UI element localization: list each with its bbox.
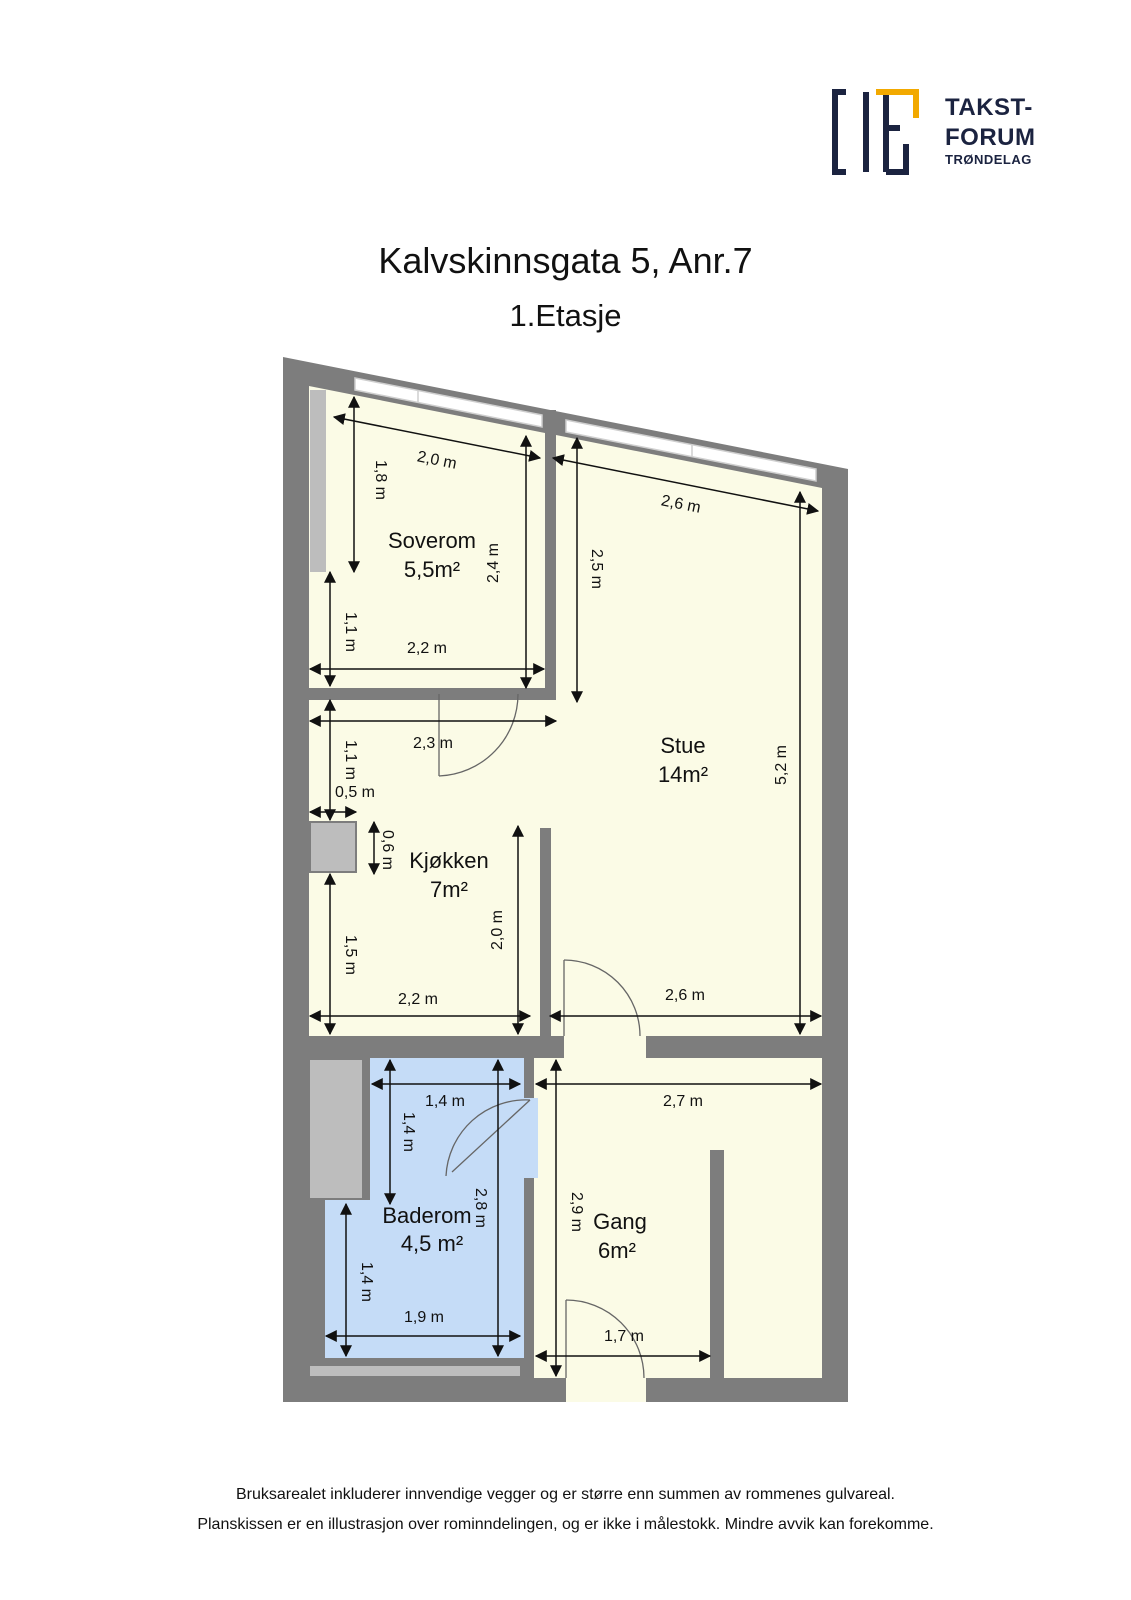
baderom-bench bbox=[310, 1366, 520, 1376]
gang-area: 6m² bbox=[598, 1238, 636, 1263]
wall-soverom-stue bbox=[545, 410, 556, 700]
dim-stue-height-left: 2,5 m bbox=[588, 549, 605, 589]
dim-baderom-width-top: 1,4 m bbox=[425, 1093, 465, 1110]
dim-soverom-lower-height: 1,1 m bbox=[342, 612, 359, 652]
kjokken-niche bbox=[309, 821, 357, 873]
dim-kjokken-niche-width: 0,5 m bbox=[335, 784, 375, 801]
footer-note-1: Bruksarealet inkluderer innvendige vegge… bbox=[236, 1486, 895, 1503]
logo-mark bbox=[832, 89, 909, 175]
dim-baderom-height-right: 2,8 m bbox=[472, 1188, 489, 1228]
logo-accent bbox=[876, 89, 919, 118]
dim-gang-width-bottom: 1,7 m bbox=[604, 1328, 644, 1345]
plan-title: Kalvskinnsgata 5, Anr.7 bbox=[378, 240, 753, 281]
wall-stue-gang bbox=[646, 1036, 822, 1058]
soverom-closet bbox=[310, 390, 326, 572]
stue-area: 14m² bbox=[658, 762, 708, 787]
gang-stue-doorway bbox=[564, 1030, 646, 1064]
logo-text-line-3: TRØNDELAG bbox=[945, 152, 1032, 167]
baderom-label: Baderom bbox=[382, 1203, 471, 1228]
stue-label: Stue bbox=[660, 733, 705, 758]
dim-soverom-height-right: 2,4 m bbox=[485, 543, 502, 583]
dim-baderom-upper-height: 1,4 m bbox=[400, 1112, 417, 1152]
wall-baderom-gang-upper bbox=[524, 1058, 534, 1098]
gang-label: Gang bbox=[593, 1209, 647, 1234]
logo-text-line-2: FORUM bbox=[945, 124, 1036, 151]
plan-subtitle: 1.Etasje bbox=[509, 298, 622, 333]
stue-floor bbox=[556, 435, 822, 1036]
dim-kjokken-niche-height: 0,6 m bbox=[379, 830, 396, 870]
dim-kjokken-height-right: 2,0 m bbox=[489, 910, 506, 950]
wall-kjokken-stue bbox=[540, 828, 551, 1036]
wall-soverom-kjokken bbox=[309, 688, 439, 700]
dim-baderom-lower-height: 1,4 m bbox=[358, 1262, 375, 1302]
wall-kjokken-baderom bbox=[309, 1036, 564, 1058]
dim-baderom-width-bottom: 1,9 m bbox=[404, 1309, 444, 1326]
baderom-floor bbox=[325, 1058, 530, 1358]
wall-soverom-kjokken-2 bbox=[518, 688, 556, 700]
dim-kjokken-width-bottom: 2,2 m bbox=[398, 991, 438, 1008]
soverom-label: Soverom bbox=[388, 528, 476, 553]
dim-soverom-width-bottom: 2,2 m bbox=[407, 640, 447, 657]
logo-text-line-1: TAKST- bbox=[945, 94, 1033, 121]
footer-note-2: Planskissen er en illustrasjon over romi… bbox=[197, 1516, 934, 1533]
dim-gang-height-left: 2,9 m bbox=[568, 1192, 585, 1232]
dim-soverom-height-left: 1,8 m bbox=[372, 460, 389, 500]
wall-gang-partition bbox=[710, 1150, 724, 1378]
dimension-lines bbox=[308, 395, 823, 1378]
dim-kjokken-width-top: 2,3 m bbox=[413, 735, 453, 752]
dim-gang-width-top: 2,7 m bbox=[663, 1093, 703, 1110]
kjokken-stue-opening bbox=[540, 690, 562, 828]
dim-kjokken-upper-height: 1,1 m bbox=[342, 740, 359, 780]
gang-floor bbox=[534, 1058, 822, 1378]
soverom-area: 5,5m² bbox=[404, 557, 460, 582]
kjokken-area: 7m² bbox=[430, 877, 468, 902]
dim-stue-height-right: 5,2 m bbox=[773, 745, 790, 785]
kjokken-label: Kjøkken bbox=[409, 848, 488, 873]
baderom-shaft bbox=[310, 1060, 362, 1198]
entrance-doorway bbox=[566, 1372, 646, 1402]
takstforum-logo bbox=[832, 89, 919, 175]
dim-stue-width-bottom: 2,6 m bbox=[665, 987, 705, 1004]
baderom-area: 4,5 m² bbox=[401, 1231, 463, 1256]
dim-kjokken-lower-height: 1,5 m bbox=[342, 935, 359, 975]
baderom-doorway bbox=[524, 1098, 538, 1178]
wall-baderom-gang-lower bbox=[524, 1178, 534, 1402]
